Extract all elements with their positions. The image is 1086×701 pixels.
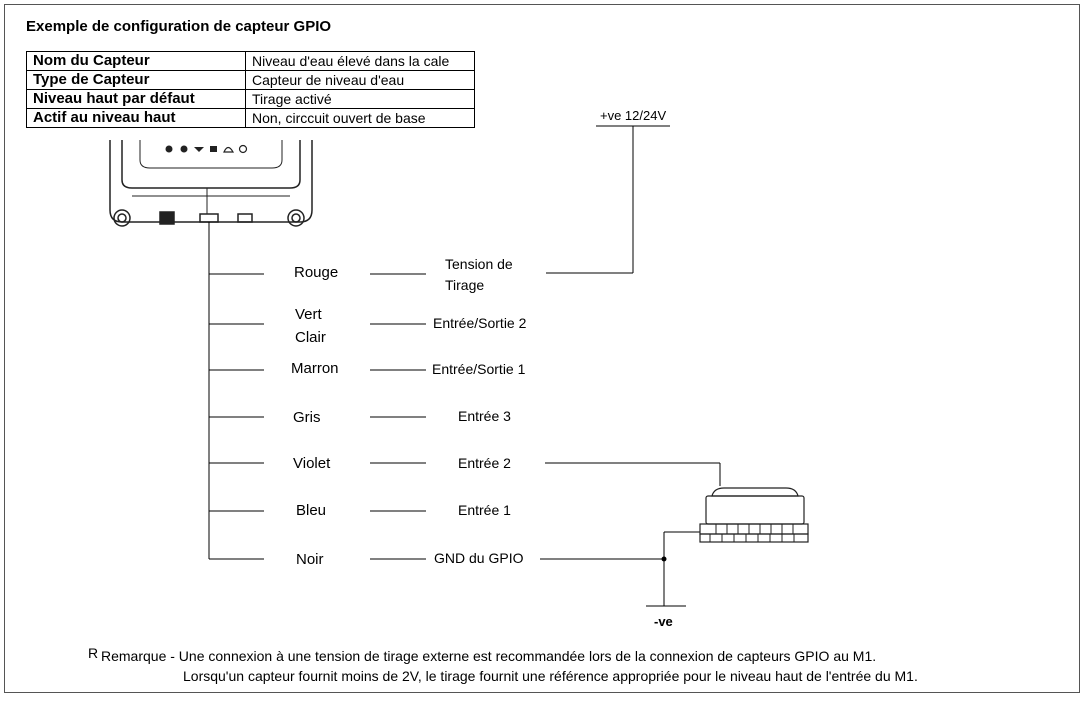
sensor-cap	[711, 487, 799, 497]
wire-label-vert: Vert	[295, 306, 322, 323]
water-level-sensor	[699, 487, 809, 543]
function-label-tirage-1: Tension de	[445, 256, 513, 272]
wire-label-marron: Marron	[291, 360, 339, 377]
config-key: Type de Capteur	[26, 70, 246, 90]
wire-label-rouge: Rouge	[294, 264, 339, 281]
refresh-icon	[238, 144, 248, 154]
config-key: Niveau haut par défaut	[26, 89, 246, 109]
sensor-ribs	[709, 524, 795, 542]
sensor-base	[699, 533, 809, 543]
sensor-wiring	[540, 462, 721, 607]
config-value: Non, circcuit ouvert de base	[245, 108, 475, 128]
note-marker: R	[88, 645, 99, 661]
wire-label-clair: Clair	[295, 329, 326, 346]
wire-label-bleu: Bleu	[296, 502, 327, 519]
config-value: Niveau d'eau élevé dans la cale	[245, 51, 475, 71]
config-key: Nom du Capteur	[26, 51, 246, 71]
function-label-in1: Entrée 1	[458, 502, 511, 518]
function-label-in2: Entrée 2	[458, 455, 511, 471]
location-pin-icon	[180, 145, 188, 153]
function-label-in3: Entrée 3	[458, 408, 511, 424]
sensor-body	[705, 495, 805, 525]
wire-label-noir: Noir	[296, 551, 324, 568]
function-label-tirage-2: Tirage	[445, 277, 485, 293]
supply-wiring	[546, 125, 670, 274]
function-label-gnd: GND du GPIO	[434, 550, 524, 566]
config-value: Capteur de niveau d'eau	[245, 70, 475, 90]
supply-label: +ve 12/24V	[600, 108, 667, 123]
device-status-icons	[165, 144, 248, 154]
table-row: Niveau haut par défaut Tirage activé	[26, 89, 475, 109]
junction-dot	[661, 556, 667, 562]
ground-label: -ve	[654, 614, 673, 629]
function-label-io2: Entrée/Sortie 2	[433, 315, 527, 331]
note-line-2: Lorsqu'un capteur fournit moins de 2V, l…	[183, 668, 918, 684]
wire-label-violet: Violet	[293, 455, 331, 472]
table-row: Actif au niveau haut Non, circcuit ouver…	[26, 108, 475, 128]
note-line-1: Remarque - Une connexion à une tension d…	[101, 648, 877, 664]
config-key: Actif au niveau haut	[26, 108, 246, 128]
sensor-config-table: Nom du Capteur Niveau d'eau élevé dans l…	[26, 51, 475, 128]
table-row: Nom du Capteur Niveau d'eau élevé dans l…	[26, 51, 475, 71]
wifi-icon	[194, 147, 204, 152]
table-row: Type de Capteur Capteur de niveau d'eau	[26, 70, 475, 90]
wire-harness	[208, 222, 426, 560]
outer-frame	[4, 4, 1080, 693]
m1-device	[109, 140, 313, 227]
function-label-io1: Entrée/Sortie 1	[432, 361, 526, 377]
config-value: Tirage activé	[245, 89, 475, 109]
network-icon	[210, 146, 217, 152]
power-icon	[165, 145, 173, 153]
diagram-title: Exemple de configuration de capteur GPIO	[26, 18, 332, 35]
wire-label-gris: Gris	[293, 409, 321, 426]
cloud-icon	[223, 146, 235, 153]
